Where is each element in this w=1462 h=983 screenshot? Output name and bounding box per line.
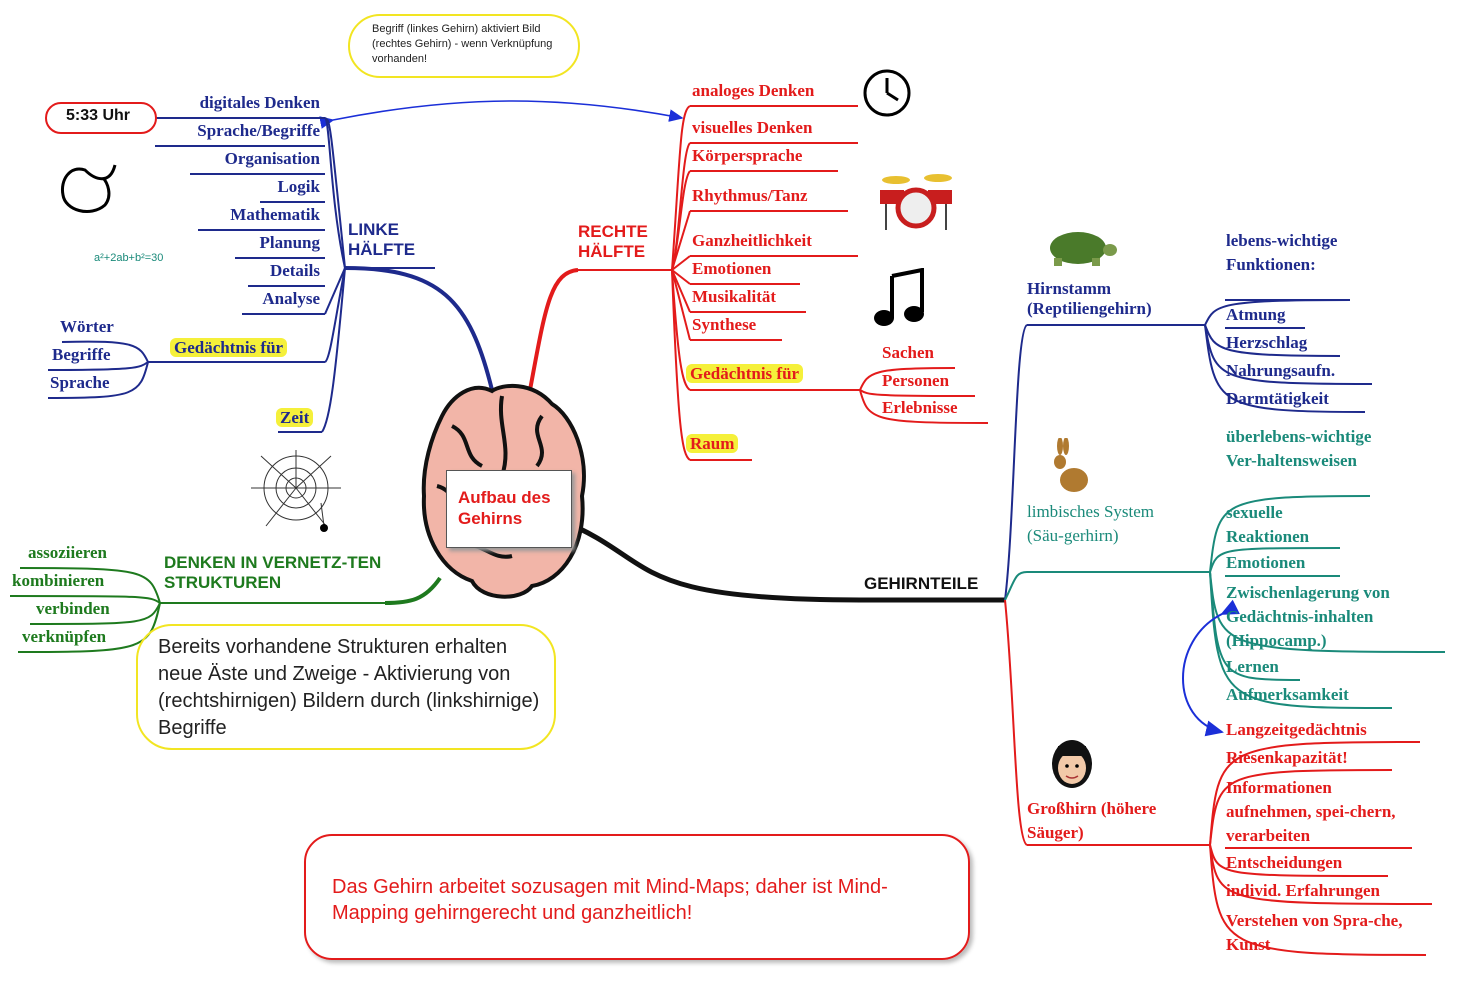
hirnstamm-item-nahrung: Nahrungsaufn. (1226, 361, 1336, 380)
right-item-analoges-denken: analoges Denken (692, 81, 815, 100)
left-item-details: Details (269, 261, 320, 280)
grosshirn-item-langzeit: Langzeitgedächtnis (1226, 720, 1367, 739)
limbisch-label: limbisches System (Säu-gerhirn) (1027, 502, 1155, 545)
spider-web-icon (251, 450, 341, 532)
grosshirn-item-erfahrungen: individ. Erfahrungen (1226, 881, 1380, 900)
rabbit-icon (1054, 438, 1088, 492)
right-half-title: RECHTE HÄLFTE (578, 222, 648, 261)
bottom-note-text: Das Gehirn arbeitet sozusagen mit Mind-M… (332, 876, 888, 924)
grosshirn-item-informationen: Informationen aufnehmen, spei-chern, ver… (1226, 778, 1396, 845)
center-title: Aufbau des Gehirns (458, 488, 551, 528)
network-note-bubble (136, 624, 556, 750)
grosshirn-item-riesen: Riesenkapazität! (1226, 748, 1348, 767)
network-item-kombinieren: kombinieren (12, 571, 105, 590)
time-badge-text: 5:33 Uhr (66, 107, 131, 124)
center-box (446, 470, 572, 548)
grosshirn-item-entscheidungen: Entscheidungen (1226, 853, 1343, 872)
formula-text: a²+2ab+b²=30 (94, 252, 164, 264)
limbisch-item-sexuelle: sexuelle Reaktionen (1226, 503, 1310, 546)
time-badge (45, 102, 157, 134)
network-item-verknuepfen: verknüpfen (22, 627, 107, 646)
left-branch-lines (47, 117, 494, 433)
network-note-text: Bereits vorhandene Strukturen erhalten n… (158, 636, 540, 739)
right-memory-item-personen: Personen (882, 371, 950, 390)
right-item-synthese: Synthese (692, 315, 757, 334)
right-memory-item-sachen: Sachen (882, 343, 934, 362)
right-branch-lines (528, 105, 989, 461)
right-space-label: Raum (686, 434, 739, 454)
clock-icon (863, 69, 911, 117)
hirnstamm-label: Hirnstamm (Reptiliengehirn) (1027, 279, 1152, 318)
left-memory-item-sprache: Sprache (50, 373, 110, 392)
brain-parts-title: GEHIRNTEILE (864, 574, 979, 593)
left-item-organisation: Organisation (224, 149, 320, 168)
hirnstamm-item-atmung: Atmung (1226, 305, 1286, 324)
music-note-icon (874, 268, 924, 326)
bottom-note-box (304, 834, 970, 960)
right-item-rhythmus: Rhythmus/Tanz (692, 186, 808, 205)
limbisch-item-lernen: Lernen (1226, 657, 1279, 676)
network-item-assoziieren: assoziieren (28, 543, 108, 562)
right-item-musikalitaet: Musikalität (692, 287, 777, 306)
hirnstamm-item-darm: Darmtätigkeit (1226, 389, 1329, 408)
network-branch-lines (9, 567, 442, 653)
left-memory-label: Gedächtnis für (170, 338, 288, 358)
left-item-sprache: Sprache/Begriffe (197, 121, 320, 140)
right-item-ganzheitlichkeit: Ganzheitlichkeit (692, 231, 812, 250)
left-item-planung: Planung (259, 233, 320, 252)
right-item-emotionen: Emotionen (692, 259, 772, 278)
hirnstamm-lines (1004, 299, 1373, 601)
left-memory-item-begriffe: Begriffe (52, 345, 111, 364)
limbisch-item-emotionen: Emotionen (1226, 553, 1306, 572)
limbisch-item-zwischenlagerung: Zwischenlagerung von Gedächtnis-inhalten… (1226, 583, 1390, 650)
top-note-bubble (348, 14, 580, 78)
turtle-icon (1050, 232, 1117, 266)
top-note-text: Begriff (linkes Gehirn) aktiviert Bild (… (372, 23, 553, 65)
memory-transfer-arrow (1182, 599, 1240, 737)
left-item-analyse: Analyse (262, 289, 320, 308)
left-memory-item-woerter: Wörter (60, 317, 114, 336)
limbisch-item-ueberleben: überlebens-wichtige Ver-haltensweisen (1226, 427, 1372, 470)
speech-bubble-icon (60, 164, 117, 214)
grosshirn-lines (1004, 599, 1433, 956)
right-item-koerpersprache: Körpersprache (692, 146, 803, 165)
left-time-label: Zeit (276, 408, 314, 428)
grosshirn-item-verstehen: Verstehen von Spra-che, Kunst (1226, 911, 1403, 954)
hirnstamm-heading: lebens-wichtige Funktionen: (1226, 231, 1338, 274)
left-item-mathematik: Mathematik (230, 205, 320, 224)
network-item-verbinden: verbinden (36, 599, 110, 618)
grosshirn-label: Großhirn (höhere Säuger) (1027, 799, 1157, 842)
central-branch (559, 517, 1005, 603)
right-memory-label: Gedächtnis für (686, 364, 804, 384)
right-memory-item-erlebnisse: Erlebnisse (882, 398, 958, 417)
link-arrow (319, 100, 684, 129)
left-item-digitales-denken: digitales Denken (199, 93, 320, 112)
right-item-visuelles-denken: visuelles Denken (692, 118, 813, 137)
left-half-title: LINKE HÄLFTE (348, 220, 416, 259)
girl-face-icon (1052, 740, 1092, 788)
hirnstamm-item-herzschlag: Herzschlag (1226, 333, 1308, 352)
left-item-logik: Logik (277, 177, 320, 196)
network-title: DENKEN IN VERNETZ-TEN STRUKTUREN (164, 553, 382, 592)
limbisch-item-aufmerksamkeit: Aufmerksamkeit (1226, 685, 1349, 704)
drums-icon (880, 174, 952, 230)
